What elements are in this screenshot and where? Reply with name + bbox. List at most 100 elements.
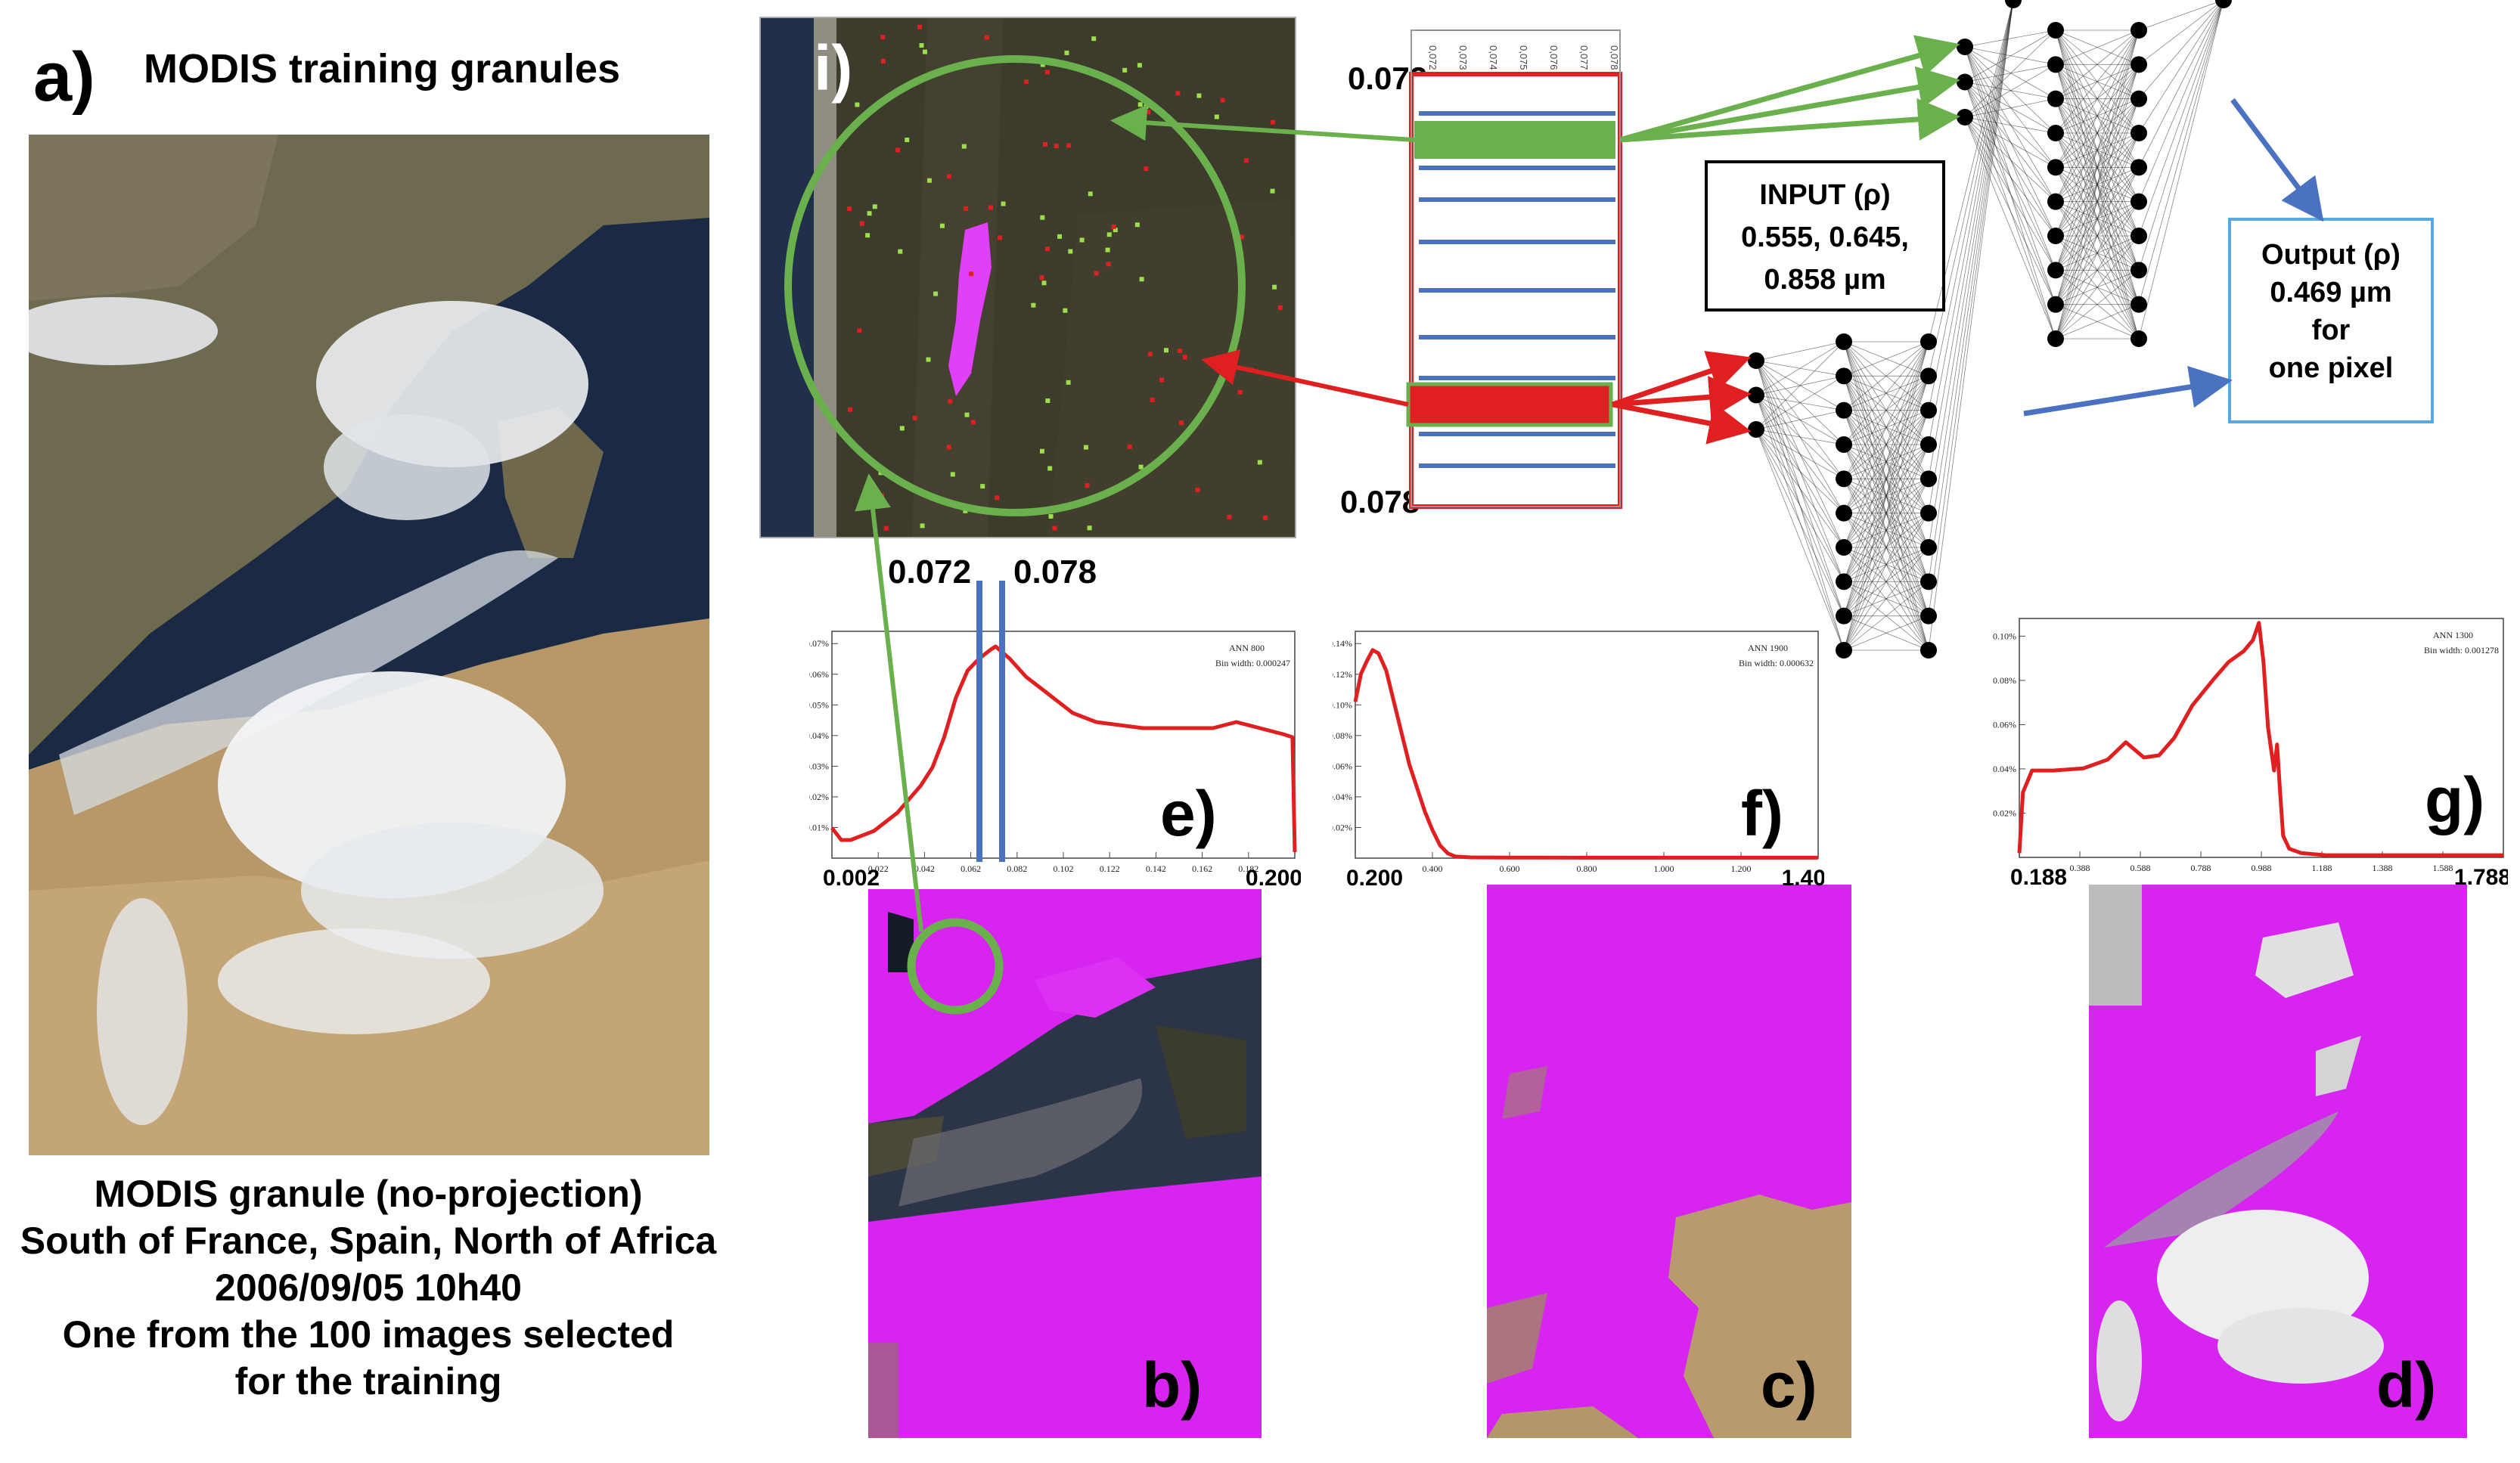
- connection: [1843, 376, 1929, 582]
- sample-dot: [1094, 271, 1099, 276]
- output-line-1: Output (ρ): [2261, 239, 2401, 271]
- connection: [1843, 341, 1929, 582]
- connection: [2055, 98, 2140, 271]
- sample-dot: [1122, 67, 1128, 73]
- neuron: [2131, 262, 2147, 279]
- x-tick-label: 0.800: [1577, 863, 1597, 874]
- sample-dot: [912, 415, 917, 420]
- connection: [2138, 0, 2224, 99]
- connection: [1843, 341, 1929, 616]
- connection: [1843, 410, 1929, 445]
- classification-image-c: [1487, 885, 1851, 1438]
- y-tick-label: 0.04%: [809, 730, 829, 741]
- connection: [2055, 132, 2140, 202]
- connection: [1843, 478, 1929, 514]
- x-tick-label: 1.388: [2373, 863, 2393, 873]
- sample-dot: [1150, 397, 1155, 402]
- sample-dot: [1048, 513, 1054, 519]
- connection: [1755, 360, 1845, 411]
- x-start-label: 0.188: [2010, 865, 2067, 888]
- neuron: [2131, 193, 2147, 210]
- connection: [1843, 376, 1929, 616]
- sample-dot: [1068, 249, 1073, 254]
- sample-dot: [847, 407, 852, 412]
- connection: [1843, 410, 1929, 582]
- connection: [2055, 270, 2140, 339]
- y-tick-label: 0.03%: [809, 761, 829, 771]
- neuron: [2131, 296, 2147, 313]
- sample-dot: [964, 412, 970, 417]
- connection: [2055, 64, 2140, 100]
- sample-dot: [1220, 98, 1225, 103]
- panel-a-title: MODIS training granules: [144, 46, 621, 91]
- connection: [1843, 513, 1929, 616]
- neuron: [1836, 607, 1852, 625]
- connection: [1843, 444, 1929, 582]
- connection: [2055, 235, 2140, 305]
- red-input-arrow: [1611, 351, 1752, 408]
- y-tick-label: 0.07%: [809, 638, 829, 649]
- connection: [2055, 64, 2140, 134]
- sample-dot: [1144, 166, 1149, 172]
- connection: [1964, 46, 2056, 202]
- connection: [2055, 132, 2140, 339]
- connection: [1843, 341, 1929, 616]
- connection: [1843, 410, 1929, 479]
- x-tick-label: 0.122: [1100, 863, 1120, 874]
- connection: [2055, 167, 2140, 339]
- sample-dot: [1196, 93, 1202, 98]
- caption-line-3: 2006/09/05 10h40: [215, 1266, 522, 1309]
- legend-title: ANN 1900: [1748, 643, 1788, 653]
- connection: [1964, 82, 2056, 237]
- connection: [2055, 201, 2140, 271]
- connection: [1843, 341, 1929, 377]
- panel-c-letter: c): [1761, 1350, 1817, 1421]
- x-tick-label: 1.200: [1731, 863, 1752, 874]
- neuron: [1836, 333, 1852, 350]
- neuron: [1957, 109, 1973, 126]
- x-tick-label: 0.082: [1007, 863, 1027, 874]
- connection: [2055, 167, 2140, 305]
- connection: [1964, 82, 2056, 134]
- connection: [2055, 98, 2140, 305]
- red-input-arrow: [1612, 376, 1752, 419]
- neuron: [1920, 539, 1937, 556]
- sample-dot: [922, 49, 927, 54]
- scale-label: 0,077: [1578, 45, 1590, 70]
- connection: [2055, 98, 2140, 305]
- sample-dot: [1040, 62, 1045, 67]
- sample-dot: [1257, 460, 1262, 465]
- connection: [2138, 0, 2224, 202]
- connection: [2055, 29, 2140, 134]
- output-arrow-top: [2230, 98, 2324, 222]
- sample-dot: [948, 398, 953, 404]
- output-line-3: for: [2311, 315, 2351, 346]
- connection: [2055, 201, 2140, 237]
- neuron: [2005, 0, 2022, 8]
- sample-dot: [950, 472, 955, 477]
- classification-image-d: [2089, 885, 2467, 1438]
- neuron: [1836, 642, 1852, 659]
- sample-dot: [1270, 188, 1275, 194]
- connection: [2055, 201, 2140, 305]
- series-line: [1353, 648, 1818, 860]
- connection: [2055, 132, 2140, 339]
- neuron: [1748, 352, 1764, 369]
- connection: [2055, 64, 2140, 271]
- y-tick-label: 0.08%: [1993, 675, 2016, 686]
- scale-label: 0,074: [1488, 45, 1499, 70]
- neuron: [1836, 470, 1852, 488]
- sample-dot: [963, 508, 968, 513]
- x-tick-label: 0.600: [1500, 863, 1520, 874]
- sample-dot: [1139, 277, 1144, 282]
- x-tick-label: 0.388: [2070, 863, 2090, 873]
- y-tick-label: 0.14%: [1333, 638, 1352, 649]
- connection: [1964, 46, 2056, 100]
- connection: [2055, 269, 2140, 305]
- sample-dot: [984, 35, 989, 40]
- connection: [1843, 376, 1929, 513]
- connection: [1843, 547, 1929, 582]
- connection: [2055, 132, 2140, 271]
- neuron: [1920, 504, 1937, 522]
- neuron: [2047, 262, 2064, 279]
